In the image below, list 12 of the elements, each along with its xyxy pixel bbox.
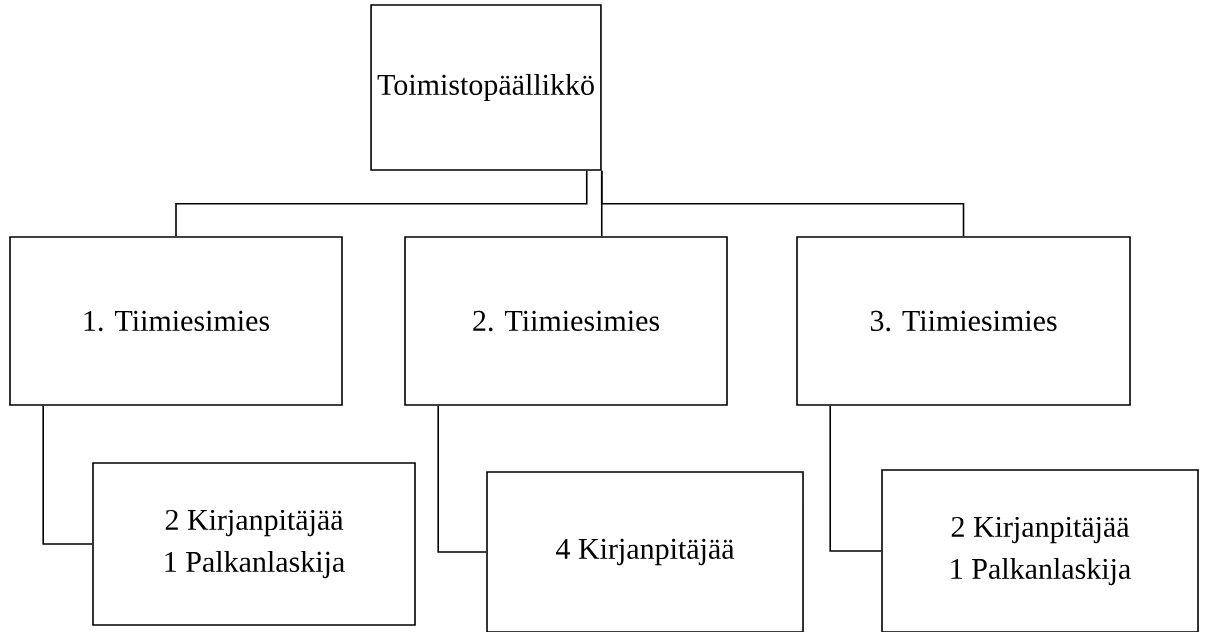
org-box: 4 Kirjanpitäjää xyxy=(486,471,804,632)
connector-line xyxy=(437,405,487,553)
org-box: 2. Tiimiesimies xyxy=(404,236,728,406)
org-box: 1. Tiimiesimies xyxy=(9,236,343,406)
org-box: 2 Kirjanpitäjää 1 Palkanlaskija xyxy=(881,469,1199,632)
connector-line xyxy=(175,170,588,237)
org-box: Toimistopäällikkö xyxy=(370,4,602,171)
connector-line xyxy=(42,405,93,545)
connector-line xyxy=(829,405,882,552)
connector-line xyxy=(600,170,965,237)
org-box: 2 Kirjanpitäjää 1 Palkanlaskija xyxy=(92,462,416,626)
org-box: 3. Tiimiesimies xyxy=(796,236,1131,406)
